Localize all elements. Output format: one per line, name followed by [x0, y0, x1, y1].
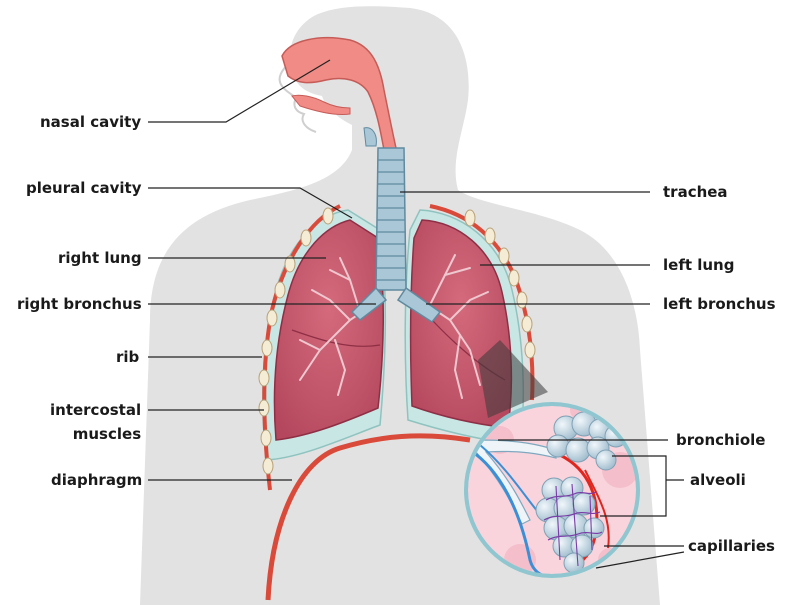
- leader-capillaries: [595, 545, 685, 569]
- label-right-bronchus: right bronchus: [17, 295, 142, 313]
- label-alveoli: alveoli: [690, 471, 746, 489]
- leader-alveoli: [600, 455, 684, 517]
- label-trachea: trachea: [663, 183, 728, 201]
- leader-lines: [148, 59, 685, 569]
- label-nasal-cavity: nasal cavity: [40, 113, 142, 131]
- right-ribcage: [258, 204, 341, 491]
- label-right-lung: right lung: [58, 249, 142, 267]
- magnify-wedge: [478, 340, 548, 418]
- trachea-shape: [350, 127, 442, 323]
- label-intercostal-line1: intercostal: [50, 401, 142, 419]
- label-bronchiole: bronchiole: [676, 431, 766, 449]
- leader-pleural-cavity: [148, 187, 353, 219]
- label-capillaries: capillaries: [688, 537, 775, 555]
- diaphragm-shape: [265, 433, 471, 601]
- mouth-shape: [291, 94, 351, 115]
- label-left-lung: left lung: [663, 256, 735, 274]
- label-left-bronchus: left bronchus: [663, 295, 776, 313]
- label-rib: rib: [116, 348, 140, 366]
- right-lung-shape: [273, 219, 384, 441]
- label-intercostal-line2: muscles: [72, 425, 142, 443]
- leader-nasal-cavity: [148, 59, 331, 123]
- label-pleural-cavity: pleural cavity: [26, 179, 142, 197]
- label-diaphragm: diaphragm: [51, 471, 143, 489]
- label-intercostal-muscles: intercostal muscles: [50, 401, 141, 443]
